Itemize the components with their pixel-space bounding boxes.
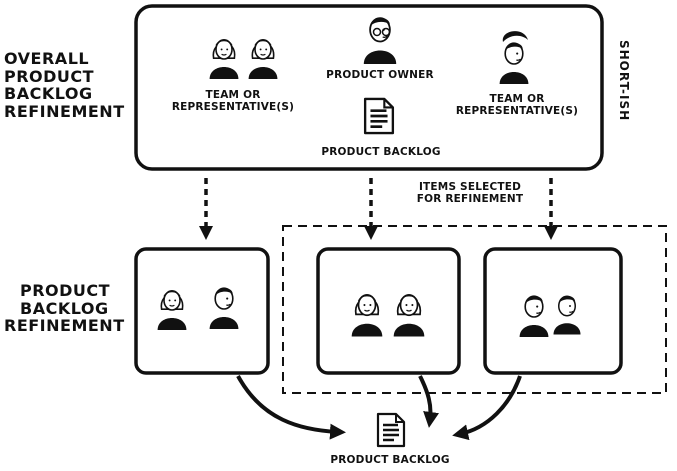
label-line: BACKLOG [20,298,109,318]
arrow-icon [418,375,439,428]
team-right-label: TEAM OR REPRESENTATIVE(S) [452,93,582,117]
refinement-box-1 [134,247,270,375]
glasses-icon [381,27,391,37]
document-icon [363,97,395,135]
label-line: PRODUCT BACKLOG [330,454,450,466]
overall-refinement-label: OVERALL PRODUCT BACKLOG REFINEMENT [4,50,125,120]
items-selected-region [282,225,667,394]
curly-hair-icon [502,31,528,42]
arrow-icon [236,375,346,440]
glasses-icon [372,27,382,37]
label-line: OVERALL [4,49,90,68]
label-line: PRODUCT [4,66,95,86]
items-selected-label: ITEMS SELECTED FOR REFINEMENT [405,181,535,205]
label-line: TEAM OR [489,93,545,105]
label-line: PRODUCT BACKLOG [321,146,441,158]
label-line: REFINEMENT [4,316,125,336]
label-line: REFINEMENT [4,101,125,121]
label-line: BACKLOG [4,84,93,104]
label-line: REPRESENTATIVE(S) [455,104,579,117]
team-left-label: TEAM OR REPRESENTATIVE(S) [168,89,298,113]
label-line: REPRESENTATIVE(S) [171,100,295,113]
label-line: FOR REFINEMENT [416,192,524,205]
product-owner-figure [362,16,398,64]
short-ish-note: SHORT-ISH [617,40,631,122]
refinement-box-2 [316,247,461,375]
document-icon [376,412,406,448]
refinement-box-3 [483,247,623,375]
label-line: TEAM OR [205,89,261,101]
team-right-people [498,31,530,85]
product-backlog-top-label: PRODUCT BACKLOG [316,146,446,159]
product-backlog-refinement-label: PRODUCT BACKLOG REFINEMENT [4,282,125,335]
label-line: PRODUCT OWNER [326,69,434,81]
label-line: PRODUCT [20,281,111,300]
arrow-icon [452,375,522,441]
label-line: ITEMS SELECTED [418,181,522,193]
overall-refinement-box [134,4,604,171]
product-backlog-bottom-label: PRODUCT BACKLOG [325,454,455,467]
product-owner-label: PRODUCT OWNER [320,69,440,82]
